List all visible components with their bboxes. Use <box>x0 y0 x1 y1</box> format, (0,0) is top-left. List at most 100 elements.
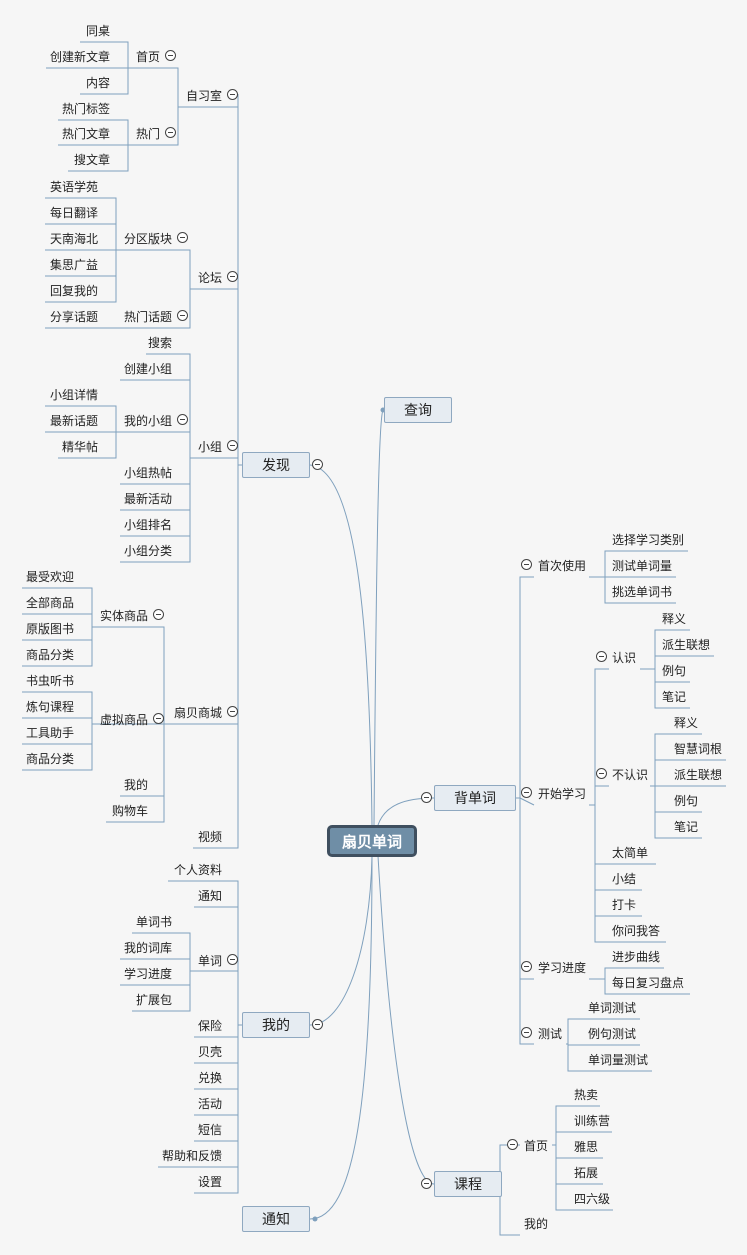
node-huodong[interactable]: 活动 <box>198 1097 223 1111</box>
node-jindu[interactable]: 学习进度 <box>124 967 173 981</box>
root-node[interactable]: 扇贝单词 <box>327 825 417 857</box>
topic-faxian[interactable]: 发现 <box>242 452 310 478</box>
node-shezhi[interactable]: 设置 <box>198 1175 223 1189</box>
node-ciku[interactable]: 我的词库 <box>124 941 173 955</box>
node-jinbu[interactable]: 进步曲线 <box>612 950 661 964</box>
node-daka[interactable]: 打卡 <box>612 898 637 912</box>
node-niwen[interactable]: 你问我答 <box>612 924 661 938</box>
collapse-toggle-icon[interactable] <box>177 414 188 425</box>
node-baoxian[interactable]: 保险 <box>198 1019 223 1033</box>
node-xuanze[interactable]: 选择学习类别 <box>612 533 685 547</box>
node-zhihui[interactable]: 智慧词根 <box>674 742 723 756</box>
node-cilianceshi[interactable]: 单词量测试 <box>588 1053 649 1067</box>
node-danci[interactable]: 单词 <box>198 954 223 968</box>
node-shouci[interactable]: 首次使用 <box>538 559 587 573</box>
node-fenqu[interactable]: 分区版块 <box>124 232 173 246</box>
topic-beidanci[interactable]: 背单词 <box>434 785 516 811</box>
collapse-toggle-icon[interactable] <box>421 792 432 803</box>
node-neirong[interactable]: 内容 <box>86 76 111 90</box>
collapse-toggle-icon[interactable] <box>165 50 176 61</box>
node-liju2[interactable]: 例句 <box>674 794 699 808</box>
collapse-toggle-icon[interactable] <box>312 1019 323 1030</box>
node-dancishu[interactable]: 单词书 <box>136 915 173 929</box>
node-sousuo[interactable]: 搜索 <box>148 336 173 350</box>
node-ceshi[interactable]: 测试 <box>538 1027 563 1041</box>
collapse-toggle-icon[interactable] <box>177 310 188 321</box>
node-zuishou[interactable]: 最受欢迎 <box>26 570 75 584</box>
node-yasi[interactable]: 雅思 <box>574 1140 599 1154</box>
topic-kecheng[interactable]: 课程 <box>434 1171 502 1197</box>
node-meirifuxi[interactable]: 每日复习盘点 <box>612 976 685 990</box>
node-danciceshi[interactable]: 单词测试 <box>588 1001 637 1015</box>
node-xuexijindu[interactable]: 学习进度 <box>538 961 587 975</box>
node-xzxiangqing[interactable]: 小组详情 <box>50 388 99 402</box>
node-gongju[interactable]: 工具助手 <box>26 726 75 740</box>
node-duihuan[interactable]: 兑换 <box>198 1071 223 1085</box>
node-xiaozu[interactable]: 小组 <box>198 440 223 454</box>
collapse-toggle-icon[interactable] <box>521 787 532 798</box>
node-yuanban[interactable]: 原版图书 <box>26 622 75 636</box>
collapse-toggle-icon[interactable] <box>421 1178 432 1189</box>
node-bangzhu[interactable]: 帮助和反馈 <box>162 1149 223 1163</box>
node-shiyi2[interactable]: 释义 <box>674 716 699 730</box>
node-tongzhi[interactable]: 通知 <box>198 889 223 903</box>
node-remenhuati[interactable]: 热门话题 <box>124 310 173 324</box>
node-shouye[interactable]: 首页 <box>136 50 161 64</box>
topic-chaxun[interactable]: 查询 <box>384 397 452 423</box>
collapse-toggle-icon[interactable] <box>596 651 607 662</box>
node-kaishi[interactable]: 开始学习 <box>538 787 587 801</box>
node-quanbu[interactable]: 全部商品 <box>26 596 75 610</box>
node-duanxin[interactable]: 短信 <box>198 1123 223 1137</box>
collapse-toggle-icon[interactable] <box>227 89 238 100</box>
node-chuangjian[interactable]: 创建新文章 <box>50 50 111 64</box>
node-xuni[interactable]: 虚拟商品 <box>100 713 149 727</box>
node-remenbiaoqian[interactable]: 热门标签 <box>62 102 111 116</box>
collapse-toggle-icon[interactable] <box>227 706 238 717</box>
node-tuozhan[interactable]: 拓展 <box>574 1166 599 1180</box>
node-beike[interactable]: 贝壳 <box>198 1045 223 1059</box>
node-huifu[interactable]: 回复我的 <box>50 284 99 298</box>
node-zuixinhuodong[interactable]: 最新活动 <box>124 492 173 506</box>
node-luntan[interactable]: 论坛 <box>198 271 223 285</box>
collapse-toggle-icon[interactable] <box>521 1027 532 1038</box>
node-paisheng1[interactable]: 派生联想 <box>662 638 711 652</box>
collapse-toggle-icon[interactable] <box>153 609 164 620</box>
collapse-toggle-icon[interactable] <box>312 459 323 470</box>
node-xzpaiming[interactable]: 小组排名 <box>124 518 173 532</box>
node-tiannan[interactable]: 天南海北 <box>50 232 99 246</box>
collapse-toggle-icon[interactable] <box>153 713 164 724</box>
node-ceshicl[interactable]: 测试单词量 <box>612 559 673 573</box>
collapse-toggle-icon[interactable] <box>227 954 238 965</box>
node-zuixinhuati[interactable]: 最新话题 <box>50 414 99 428</box>
collapse-toggle-icon[interactable] <box>227 440 238 451</box>
collapse-toggle-icon[interactable] <box>177 232 188 243</box>
node-gouwuche[interactable]: 购物车 <box>112 804 149 818</box>
collapse-toggle-icon[interactable] <box>521 559 532 570</box>
collapse-toggle-icon[interactable] <box>521 961 532 972</box>
node-chuangjianxz[interactable]: 创建小组 <box>124 362 173 376</box>
node-yingyu[interactable]: 英语学苑 <box>50 180 99 194</box>
node-kuozhan[interactable]: 扩展包 <box>136 993 173 1007</box>
node-kc-shouye[interactable]: 首页 <box>524 1139 549 1153</box>
node-zixishi[interactable]: 自习室 <box>186 89 223 103</box>
node-kc-wode[interactable]: 我的 <box>524 1217 549 1231</box>
node-biji1[interactable]: 笔记 <box>662 690 687 704</box>
node-xzretie[interactable]: 小组热帖 <box>124 466 173 480</box>
node-tongzhuo[interactable]: 同桌 <box>86 24 111 38</box>
node-renshi[interactable]: 认识 <box>612 651 637 665</box>
node-liju1[interactable]: 例句 <box>662 664 687 678</box>
node-tiaoxuan[interactable]: 挑选单词书 <box>612 585 673 599</box>
node-fenxiang[interactable]: 分享话题 <box>50 310 99 324</box>
node-xunlianying[interactable]: 训练营 <box>574 1114 611 1128</box>
node-paisheng2[interactable]: 派生联想 <box>674 768 723 782</box>
node-wodexz[interactable]: 我的小组 <box>124 414 173 428</box>
node-shangcheng[interactable]: 扇贝商城 <box>174 706 223 720</box>
node-shiti[interactable]: 实体商品 <box>100 609 149 623</box>
node-jinghua[interactable]: 精华帖 <box>62 440 99 454</box>
topic-tongzhi[interactable]: 通知 <box>242 1206 310 1232</box>
node-jisi[interactable]: 集思广益 <box>50 258 99 272</box>
node-xzfenlei[interactable]: 小组分类 <box>124 544 173 558</box>
node-remai[interactable]: 热卖 <box>574 1088 599 1102</box>
node-remen[interactable]: 热门 <box>136 127 161 141</box>
node-spfenlei1[interactable]: 商品分类 <box>26 648 75 662</box>
